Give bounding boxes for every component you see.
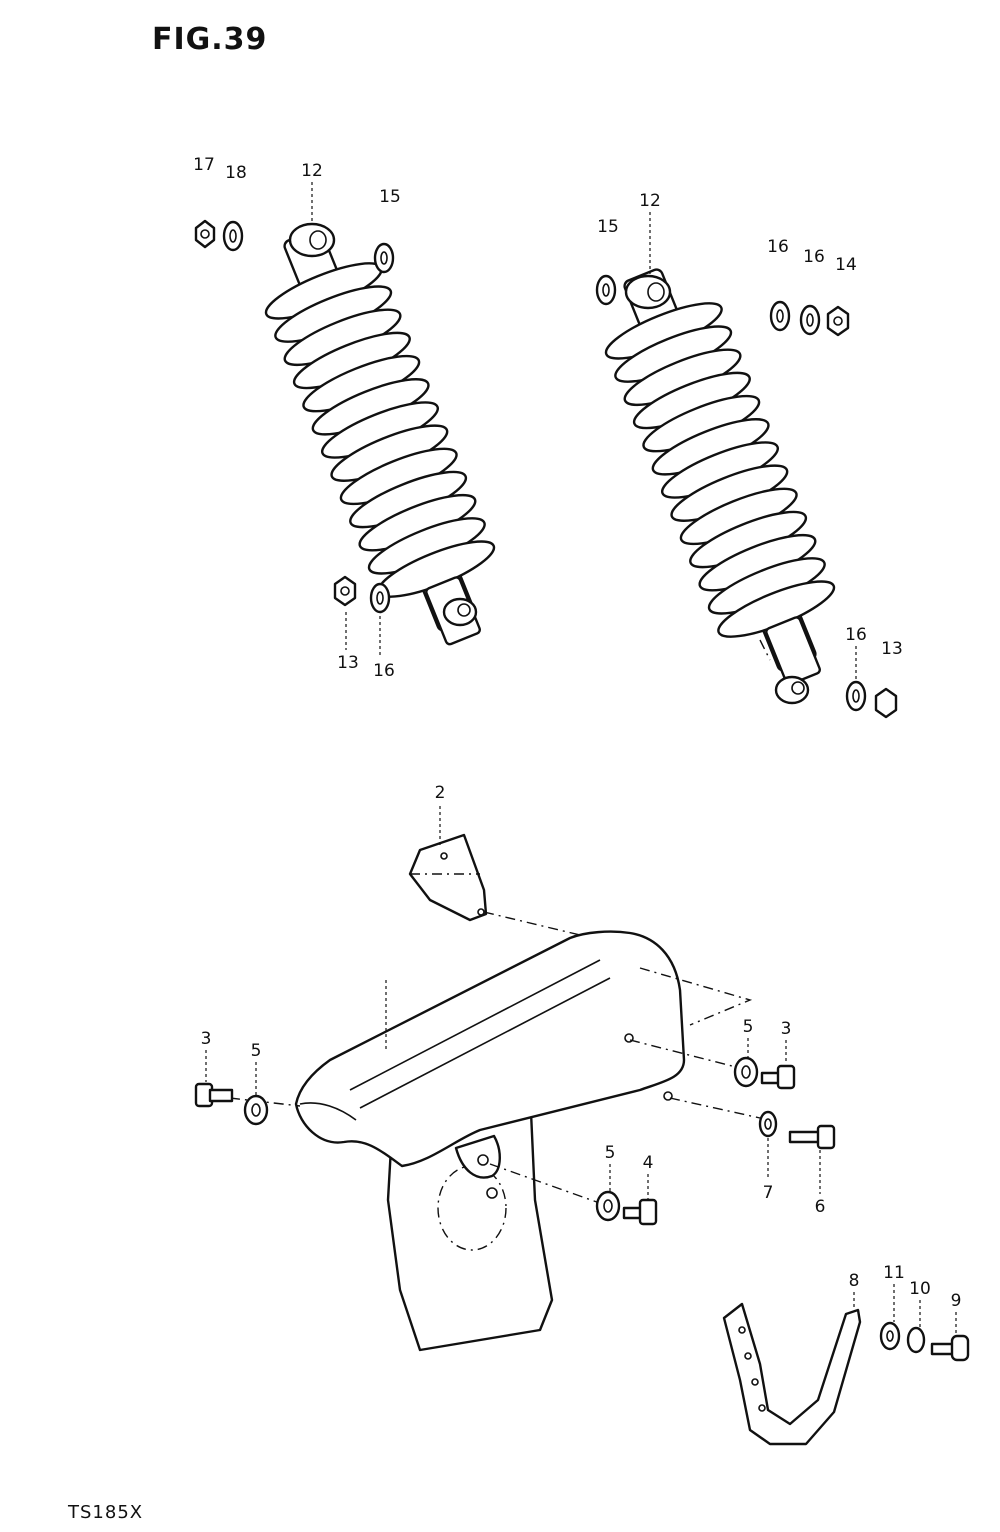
washer-icon xyxy=(758,1110,778,1138)
bolt-icon xyxy=(622,1198,658,1226)
part-callout-12: 12 xyxy=(301,161,323,181)
bolt-icon xyxy=(194,1082,234,1108)
figure-title: FIG.39 xyxy=(152,22,268,57)
washer-icon xyxy=(845,680,867,712)
part-callout-16: 16 xyxy=(845,625,867,645)
fender-bracket xyxy=(408,833,488,922)
stay-bracket xyxy=(722,1302,862,1446)
fender-mount-tab xyxy=(454,1134,501,1179)
part-callout-13: 13 xyxy=(881,639,903,659)
washer-icon xyxy=(769,300,791,332)
fender-hardware xyxy=(194,1056,836,1226)
part-callout-9: 9 xyxy=(951,1291,962,1311)
bolt-icon xyxy=(760,1064,796,1090)
bolt-icon xyxy=(788,1124,836,1150)
washer-icon xyxy=(369,582,391,614)
nut-icon xyxy=(194,219,216,249)
left-shock-spring xyxy=(264,262,496,598)
lock-washer-icon xyxy=(906,1326,926,1354)
part-callout-13: 13 xyxy=(337,653,359,673)
right-shock-absorber xyxy=(604,268,836,705)
part-callout-6: 6 xyxy=(815,1197,826,1217)
part-callout-18: 18 xyxy=(225,163,247,183)
washer-icon xyxy=(373,242,395,274)
fender-stay xyxy=(722,1302,970,1446)
part-callout-12: 12 xyxy=(639,191,661,211)
part-callout-7: 7 xyxy=(763,1183,774,1203)
part-callout-4: 4 xyxy=(643,1153,654,1173)
part-callout-15: 15 xyxy=(379,187,401,207)
washer-icon xyxy=(243,1094,269,1126)
callout-labels: 17 18 12 15 15 12 16 16 14 13 16 16 13 2 3 5 5 3 7 6 5 4 8 1110… xyxy=(193,155,961,1311)
part-callout-5: 5 xyxy=(605,1143,616,1163)
rear-fender xyxy=(294,930,686,1352)
left-shock-top-eye xyxy=(288,222,336,258)
washer-icon xyxy=(879,1321,901,1351)
washer-icon xyxy=(595,1190,621,1222)
nut-icon xyxy=(826,305,850,337)
model-code: TS185X xyxy=(68,1502,144,1523)
part-callout-16: 16 xyxy=(373,661,395,681)
nut-icon xyxy=(874,687,898,719)
part-callout-5: 5 xyxy=(743,1017,754,1037)
part-callout-3: 3 xyxy=(201,1029,212,1049)
part-callout-16: 16 xyxy=(803,247,825,267)
left-shock-absorber xyxy=(264,222,496,646)
assembly-lines xyxy=(229,639,771,1207)
part-callout-11: 11 xyxy=(883,1263,905,1283)
washer-icon xyxy=(799,304,821,336)
left-shock-bottom-eye xyxy=(442,597,478,627)
right-shock-spring xyxy=(604,302,836,638)
washer-icon xyxy=(222,220,244,252)
part-callout-10: 10 xyxy=(909,1279,931,1299)
screw-icon xyxy=(930,1334,970,1362)
part-callout-5: 5 xyxy=(251,1041,262,1061)
part-callout-8: 8 xyxy=(849,1271,860,1291)
shock-hardware xyxy=(194,219,898,719)
part-callout-3: 3 xyxy=(781,1019,792,1039)
part-callout-2: 2 xyxy=(435,783,446,803)
part-callout-16: 16 xyxy=(767,237,789,257)
washer-icon xyxy=(595,274,617,306)
washer-icon xyxy=(733,1056,759,1088)
bracket-plate xyxy=(408,833,488,922)
part-callout-17: 17 xyxy=(193,155,215,175)
leader-lines xyxy=(205,182,957,1334)
nut-icon xyxy=(333,575,357,607)
part-callout-14: 14 xyxy=(835,255,857,275)
part-callout-15: 15 xyxy=(597,217,619,237)
